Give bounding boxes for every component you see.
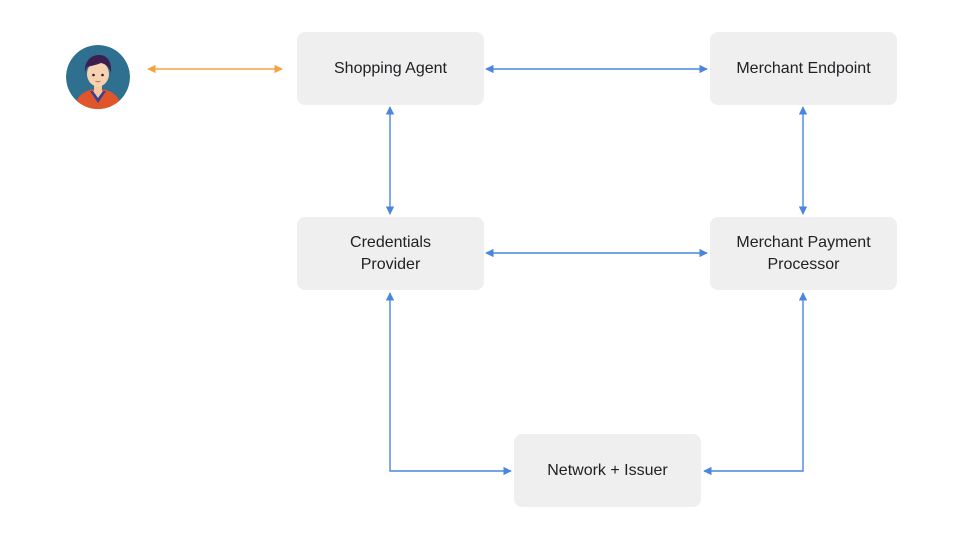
merchant-payment-processor-node: Merchant Payment Processor xyxy=(710,217,897,290)
edge-payment-processor-network-issuer xyxy=(703,292,808,476)
credentials-provider-node: Credentials Provider xyxy=(297,217,484,290)
network-issuer-label: Network + Issuer xyxy=(547,461,668,479)
network-issuer-node: Network + Issuer xyxy=(514,434,701,507)
merchant-payment-processor-label-line1: Merchant Payment xyxy=(736,233,871,251)
user-avatar-icon xyxy=(66,45,130,109)
credentials-provider-label-line2: Provider xyxy=(360,255,421,273)
merchant-endpoint-node: Merchant Endpoint xyxy=(710,32,897,105)
shopping-agent-label: Shopping Agent xyxy=(334,59,447,77)
shopping-agent-node: Shopping Agent xyxy=(297,32,484,105)
merchant-endpoint-label: Merchant Endpoint xyxy=(736,59,871,77)
merchant-payment-processor-label-line2: Processor xyxy=(767,255,840,273)
edge-credentials-provider-network-issuer xyxy=(385,292,512,476)
credentials-provider-label-line1: Credentials xyxy=(350,233,431,251)
